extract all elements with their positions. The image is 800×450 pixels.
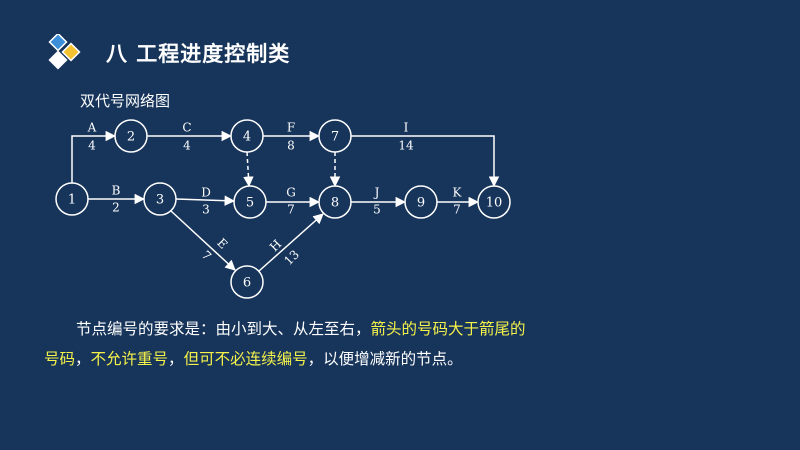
activity-arrow-H — [258, 213, 324, 272]
node-10-circle — [477, 185, 511, 219]
node-4-label: 4 — [243, 130, 251, 145]
activity-arrow-E — [170, 210, 236, 271]
node-7-circle — [318, 119, 352, 153]
activity-label-C: C — [182, 121, 191, 135]
activity-duration-B: 2 — [112, 201, 120, 215]
node-1-label: 1 — [68, 193, 76, 208]
node-8-circle — [318, 185, 352, 219]
activity-duration-I: 14 — [398, 139, 414, 153]
activity-duration-K: 7 — [453, 203, 461, 217]
node-2-circle — [114, 119, 148, 153]
node-3-label: 3 — [156, 193, 164, 208]
activity-duration-J: 5 — [373, 203, 381, 217]
rule-highlight-2: 不允许重号 — [90, 350, 169, 368]
node-5-label: 5 — [246, 196, 254, 211]
dummy-arrow-4-5 — [243, 151, 254, 188]
activity-label-E: E — [214, 236, 230, 252]
slide-title: 八 工程进度控制类 — [106, 42, 291, 66]
activity-duration-G: 7 — [287, 203, 295, 217]
node-6-circle — [230, 265, 264, 299]
activity-arrow-I — [351, 135, 500, 188]
diagram-subtitle: 双代号网络图 — [80, 92, 171, 110]
activity-label-I: I — [404, 121, 409, 135]
node-6-label: 6 — [243, 276, 251, 291]
activity-duration-C: 4 — [183, 139, 191, 153]
activity-label-D: D — [201, 186, 211, 200]
activity-label-B: B — [112, 184, 121, 198]
rule-highlight-3: 但可不必连续编号 — [183, 350, 308, 368]
node-9-label: 9 — [417, 196, 425, 211]
activity-arrow-D — [175, 195, 236, 206]
rule-highlight-1: 箭头的号码大于箭尾的号码 — [44, 320, 526, 368]
activity-label-F: F — [287, 121, 295, 135]
activity-label-A: A — [87, 121, 97, 135]
numbering-rule-text: 节点编号的要求是：由小到大、从左至右，箭头的号码大于箭尾的号码，不允许重号，但可… — [44, 314, 534, 374]
activity-duration-D: 3 — [202, 203, 210, 217]
node-8-label: 8 — [331, 196, 339, 211]
rule-text-part4: ，以便增减新的节点。 — [307, 350, 463, 368]
activity-label-K: K — [453, 186, 463, 200]
activity-duration-A: 4 — [88, 139, 96, 153]
diamond-logo-icon — [48, 34, 81, 70]
node-2-label: 2 — [127, 130, 135, 145]
rule-text-part3: ， — [168, 350, 184, 368]
activity-arrow-A — [71, 130, 117, 183]
node-10-label: 10 — [486, 196, 503, 211]
activity-duration-E: 7 — [199, 248, 214, 263]
rule-text-part2: ， — [75, 350, 91, 368]
activity-duration-H: 13 — [281, 247, 302, 268]
node-9-circle — [404, 185, 438, 219]
node-1-circle — [55, 182, 89, 216]
activity-label-J: J — [373, 186, 380, 200]
node-3-circle — [143, 182, 177, 216]
activity-label-G: G — [286, 186, 296, 200]
node-4-circle — [230, 119, 264, 153]
node-5-circle — [233, 185, 267, 219]
rule-text-part1: 节点编号的要求是：由小到大、从左至右， — [76, 320, 371, 338]
node-7-label: 7 — [331, 130, 339, 145]
activity-duration-F: 8 — [287, 139, 295, 153]
